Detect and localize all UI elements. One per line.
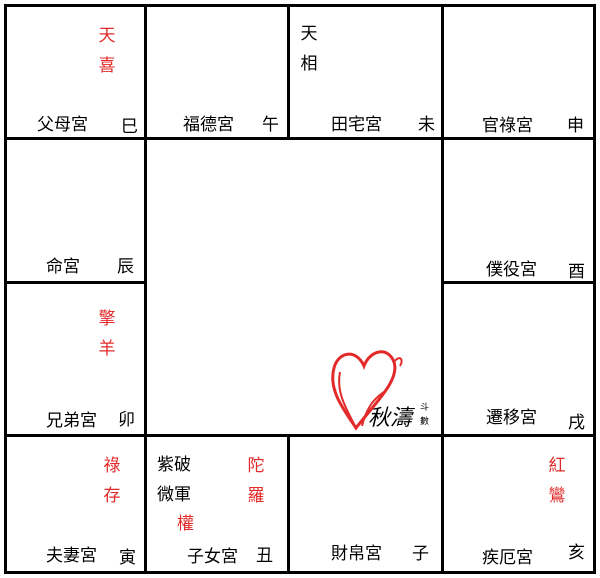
palace-mao-name: 兄弟宮 [46,411,97,431]
logo-text: 秋濤 [368,406,413,431]
palace-si-branch: 巳 [121,117,138,137]
grid-line [593,4,596,574]
heart-icon [331,350,403,431]
grid-line [287,434,290,574]
palace-mao-branch: 卯 [118,410,135,430]
palace-mao-stars: 擎羊 [98,309,116,359]
palace-chou-stars-line2: 微軍 [157,485,191,505]
palace-shen-name: 官祿宮 [482,116,533,136]
grid-line [4,4,596,7]
palace-you-name: 僕役宮 [486,260,537,280]
palace-shen-branch: 申 [567,116,584,136]
palace-zi-name: 財帛宮 [331,544,382,564]
logo-side-1: 斗 [420,403,430,413]
palace-wei-name: 田宅宮 [331,115,382,135]
palace-xu-branch: 戌 [568,413,585,433]
palace-chou-branch: 丑 [256,546,273,566]
palace-chen-branch: 辰 [117,257,134,277]
palace-wu-branch: 午 [262,115,279,135]
grid-line [4,434,596,437]
palace-xu-name: 遷移宮 [486,408,537,428]
palace-chou-name: 子女宮 [187,547,238,567]
palace-chen-name: 命宮 [46,257,80,277]
palace-you-branch: 酉 [568,262,585,282]
grid-line [441,281,596,284]
grid-line [287,4,290,140]
grid-line [4,571,596,574]
palace-si-name: 父母宮 [37,115,88,135]
palace-wei-stars: 天相 [300,24,318,74]
palace-zi-branch: 子 [412,544,429,564]
grid-line [441,4,444,574]
logo-side-2: 數 [420,417,430,427]
palace-hai-stars: 紅鸞 [548,456,566,506]
grid-line [4,4,7,574]
palace-hai-name: 疾厄宮 [482,548,533,568]
palace-yin-stars: 祿存 [103,456,121,506]
grid-line [4,281,147,284]
palace-wu-name: 福德宮 [183,115,234,135]
palace-chou-stars-line1: 紫破 [157,455,191,475]
palace-si-stars: 天喜 [98,26,116,76]
grid-line [144,4,147,574]
palace-yin-branch: 寅 [119,548,136,568]
palace-chou-stars-red: 陀羅 [247,456,265,506]
heart-logo: 秋濤 斗 數 [326,340,438,440]
grid-line [4,137,596,140]
palace-hai-branch: 亥 [568,543,585,563]
palace-chou-hua: 權 [177,514,194,534]
palace-yin-name: 夫妻宮 [46,546,97,566]
palace-wei-branch: 未 [418,115,435,135]
